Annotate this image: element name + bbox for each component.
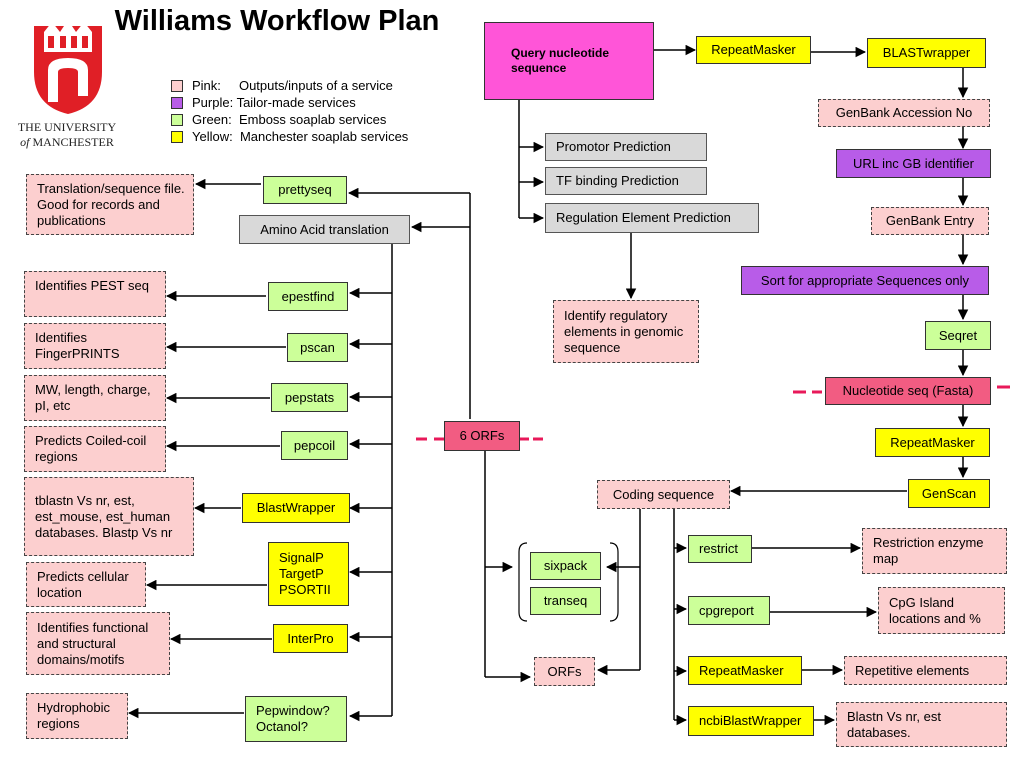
node-repeatmasker-mid: RepeatMasker: [875, 428, 990, 457]
node-url-gb-identifier: URL inc GB identifier: [836, 149, 991, 178]
node-repetitive-elements: Repetitive elements: [844, 656, 1007, 685]
legend-swatch: [171, 114, 183, 126]
legend-swatch: [171, 97, 183, 109]
node-query-nucleotide-sequence: Query nucleotide sequence: [484, 22, 654, 100]
node-sixpack: sixpack: [530, 552, 601, 580]
node-cellular-output: Predicts cellular location: [26, 562, 146, 607]
university-crest-logo: [34, 20, 102, 114]
node-pepcoil-output: Predicts Coiled-coil regions: [24, 426, 166, 472]
node-signalp-targetp-psortii: SignalP TargetP PSORTII: [268, 542, 349, 606]
node-coding-sequence: Coding sequence: [597, 480, 730, 509]
page-title: Williams Workflow Plan: [114, 5, 440, 37]
node-blast-left-output: tblastn Vs nr, est, est_mouse, est_human…: [24, 477, 194, 556]
node-interpro: InterPro: [273, 624, 348, 653]
node-transeq: transeq: [530, 587, 601, 615]
node-regulation-element-prediction: Regulation Element Prediction: [545, 203, 759, 233]
node-prettyseq: prettyseq: [263, 176, 347, 204]
node-restrict: restrict: [688, 535, 752, 563]
node-hydrophobic-output: Hydrophobic regions: [26, 693, 128, 739]
node-ncbiblastwrapper: ncbiBlastWrapper: [688, 706, 814, 736]
node-epestfind: epestfind: [268, 282, 348, 311]
legend-item-yellow: Yellow: Manchester soaplab services: [171, 129, 408, 145]
node-pepstats-output: MW, length, charge, pI, etc: [24, 375, 166, 421]
node-genbank-entry: GenBank Entry: [871, 207, 989, 235]
node-pscan: pscan: [287, 333, 348, 362]
node-pscan-output: Identifies FingerPRINTS: [24, 323, 166, 369]
node-cpg-island: CpG Island locations and %: [878, 587, 1005, 634]
node-restriction-map: Restriction enzyme map: [862, 528, 1007, 574]
node-translation-output: Translation/sequence file. Good for reco…: [26, 174, 194, 235]
node-genbank-accession: GenBank Accession No: [818, 99, 990, 127]
node-pepwindow: Pepwindow? Octanol?: [245, 696, 347, 742]
node-pepcoil: pepcoil: [281, 431, 348, 460]
legend-item-purple: Purple: Tailor-made services: [171, 95, 356, 111]
node-nucleotide-fasta: Nucleotide seq (Fasta): [825, 377, 991, 405]
node-promotor-prediction: Promotor Prediction: [545, 133, 707, 161]
node-blastwrapper-top: BLASTwrapper: [867, 38, 986, 68]
node-pest-output: Identifies PEST seq: [24, 271, 166, 317]
node-repeatmasker-low: RepeatMasker: [688, 656, 802, 685]
legend-item-pink: Pink: Outputs/inputs of a service: [171, 78, 393, 94]
node-repeatmasker-top: RepeatMasker: [696, 36, 811, 64]
node-sort-sequences: Sort for appropriate Sequences only: [741, 266, 989, 295]
node-genscan: GenScan: [908, 479, 990, 508]
node-cpgreport: cpgreport: [688, 596, 770, 625]
node-orfs: ORFs: [534, 657, 595, 686]
node-identify-regulatory: Identify regulatory elements in genomic …: [553, 300, 699, 363]
node-six-orfs: 6 ORFs: [444, 421, 520, 451]
node-interpro-output: Identifies functional and structural dom…: [26, 612, 170, 675]
node-amino-acid-translation: Amino Acid translation: [239, 215, 410, 244]
node-blastn-output: Blastn Vs nr, est databases.: [836, 702, 1007, 747]
node-tf-binding-prediction: TF binding Prediction: [545, 167, 707, 195]
university-name: THE UNIVERSITY of MANCHESTER: [17, 120, 117, 149]
legend-swatch: [171, 131, 183, 143]
node-seqret: Seqret: [925, 321, 991, 350]
legend-swatch: [171, 80, 183, 92]
legend-item-green: Green: Emboss soaplab services: [171, 112, 386, 128]
node-pepstats: pepstats: [271, 383, 348, 412]
node-blastwrapper-left: BlastWrapper: [242, 493, 350, 523]
